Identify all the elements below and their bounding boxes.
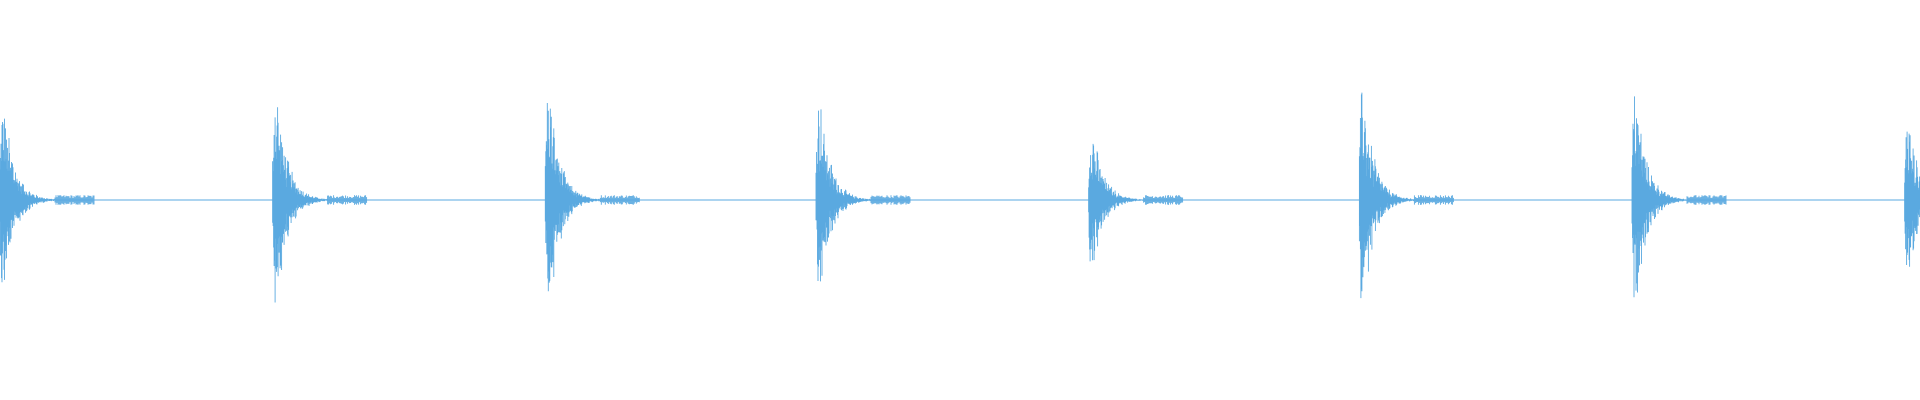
- waveform-burst-8: [1904, 131, 1920, 267]
- waveform-burst-1: [0, 118, 95, 283]
- waveform-burst-path: [1358, 92, 1454, 299]
- waveform-burst-4: [815, 109, 911, 282]
- waveform-burst-2: [272, 107, 368, 303]
- waveform-burst-path: [0, 118, 95, 283]
- waveform-burst-path: [1904, 131, 1920, 267]
- waveform-burst-7: [1631, 96, 1727, 298]
- waveform-burst-3: [544, 103, 640, 292]
- waveform-burst-path: [815, 109, 911, 282]
- waveform-burst-path: [272, 107, 368, 303]
- waveform-bursts: [0, 92, 1920, 303]
- waveform-burst-path: [544, 103, 640, 292]
- waveform-burst-6: [1358, 92, 1454, 299]
- waveform-burst-path: [1088, 143, 1184, 262]
- waveform-burst-path: [1631, 96, 1727, 298]
- waveform-burst-5: [1088, 143, 1184, 262]
